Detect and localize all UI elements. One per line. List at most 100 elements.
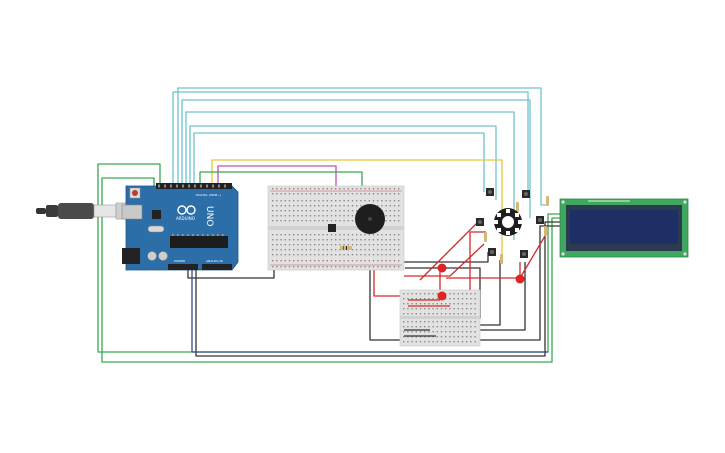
wire-green-outer-2[interactable] [101,177,560,363]
breadboard-hole [280,254,282,256]
breadboard-hole [322,260,324,262]
breadboard-hole [351,200,354,202]
led-red[interactable] [515,274,525,284]
breadboard-hole [457,303,459,305]
breadboard-hole [377,234,379,236]
wire-cyan-5[interactable] [189,125,497,200]
analog-header[interactable] [202,264,232,270]
wire-red-7[interactable] [519,235,546,279]
neopixel-ring-icon[interactable] [494,208,522,236]
breadboard-hole [424,336,426,338]
breadboard-hole [356,249,358,251]
breadboard-hole [272,254,274,256]
breadboard-hole [330,244,333,246]
wire-cyan-4[interactable] [185,111,515,240]
buzzer-icon[interactable] [355,204,385,234]
breadboard-hole [466,298,468,300]
breadboard-hole [411,303,413,305]
breadboard-hole [288,266,291,268]
breadboard-hole [419,298,422,300]
pushbutton[interactable] [476,218,484,226]
breadboard-hole [280,188,282,190]
breadboard-hole [393,200,396,202]
breadboard-hole [377,254,379,256]
breadboard-hole [343,220,345,222]
breadboard-hole [411,298,413,300]
breadboard-hole [381,234,383,236]
breadboard-hole [415,341,417,343]
breadboard-hole [330,210,333,212]
breadboard-hole [368,266,370,268]
breadboard-hole [356,210,358,212]
breadboard-hole [351,215,354,217]
breadboard-hole [445,298,447,300]
breadboard-hole [326,188,328,190]
breadboard-hole [335,234,337,236]
breadboard-hole [436,303,438,305]
wire-black-3[interactable] [369,225,560,341]
breadboard-hole [419,308,422,310]
breadboard-hole [297,254,299,256]
breadboard-hole [368,249,370,251]
breadboard-hole [297,234,299,236]
atmega-chip [170,236,228,248]
pushbutton[interactable] [488,248,496,256]
pushbutton[interactable] [536,216,544,224]
breadboard-hole [318,244,320,246]
breadboard-hole [301,260,303,262]
breadboard-hole [276,188,278,190]
breadboard-hole [474,321,476,323]
wire-red-4[interactable] [404,243,485,277]
breadboard-hole [415,336,417,338]
breadboard-hole [424,331,426,333]
wire-green-outer-1[interactable] [97,163,560,353]
pushbutton[interactable] [486,188,494,196]
breadboard-hole [297,239,299,241]
wire-red-3[interactable] [419,221,479,281]
breadboard-hole [301,200,303,202]
small-breadboard[interactable] [399,289,481,347]
breadboard-hole [393,266,396,268]
breadboard-hole [453,331,455,333]
breadboard-hole [398,260,400,262]
breadboard-hole [381,249,383,251]
breadboard-hole [309,205,312,207]
pushbutton[interactable] [328,224,336,232]
arduino-uno-board[interactable]: UNO ARDUINO DIGITAL (PWM~) POWER ANALOG … [121,183,239,271]
power-header[interactable] [168,264,198,270]
pushbutton[interactable] [522,190,530,198]
breadboard-hole [385,239,387,241]
breadboard-hole [301,193,303,195]
breadboard-hole [280,234,282,236]
breadboard-hole [272,239,274,241]
pushbutton[interactable] [520,250,528,258]
wire-black-2[interactable] [187,268,275,279]
wire-navy[interactable] [191,268,548,353]
breadboard-hole [360,239,362,241]
breadboard-hole [272,205,274,207]
breadboard-hole [343,239,345,241]
breadboard-hole [322,239,324,241]
breadboard-hole [309,210,312,212]
wire-cyan-2[interactable] [177,87,546,206]
breadboard-hole [360,193,362,195]
breadboard-hole [330,260,333,262]
breadboard-hole [381,193,383,195]
wire-yellow[interactable] [211,159,503,256]
breadboard-hole [351,193,354,195]
breadboard-hole [276,260,278,262]
breadboard-hole [389,234,391,236]
led-red[interactable] [437,263,447,273]
breadboard-hole [364,254,366,256]
led-red[interactable] [437,291,447,301]
wire-cyan-1[interactable] [172,91,529,190]
wire-black-1[interactable] [195,221,560,357]
wire-cyan-3[interactable] [181,99,531,218]
breadboard-hole [309,244,312,246]
breadboard-hole [335,210,337,212]
breadboard-hole [428,336,430,338]
breadboard-hole [280,239,282,241]
breadboard-hole [356,205,358,207]
lcd-display[interactable] [559,198,689,258]
wire-cyan-6[interactable] [193,132,485,192]
